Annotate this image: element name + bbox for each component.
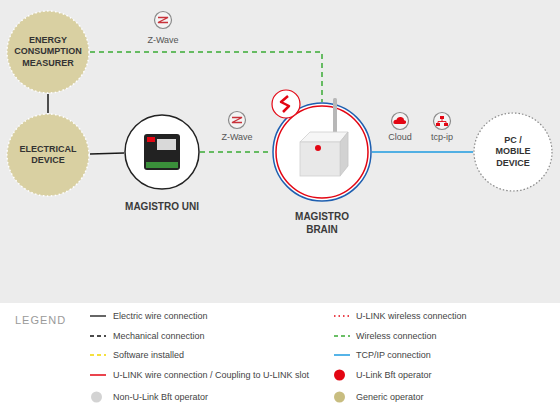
mechanical-line	[90, 152, 124, 154]
ulink-wireless-sample	[334, 315, 350, 317]
node-text: MAGISTRO UNI	[107, 201, 217, 214]
legend-item: U-Link Bft operator	[356, 370, 432, 380]
network-glyph	[440, 116, 444, 119]
device-sticker	[157, 139, 176, 150]
edge-label: Z-Wave	[147, 35, 178, 45]
legend-text: Non-U-Link Bft operator	[113, 392, 208, 402]
legend-item: U-LINK wire connection / Coupling to U-L…	[113, 370, 309, 380]
node-text: MAGISTRO BRAIN	[287, 211, 357, 236]
legend-text: Generic operator	[356, 392, 424, 402]
network-icon	[434, 113, 451, 130]
circle-shape	[474, 113, 552, 191]
node-text: PC / MOBILE DEVICE	[489, 135, 537, 169]
legend-text: U-LINK wireless connection	[356, 311, 467, 321]
legend-text: U-Link Bft operator	[356, 370, 432, 380]
circle-shape	[7, 114, 89, 196]
legend-text: U-LINK wire connection / Coupling to U-L…	[113, 370, 309, 380]
device-terminal	[146, 162, 178, 168]
device-top	[300, 132, 348, 142]
cloud-icon	[392, 113, 409, 130]
generic-operator-circle: ELECTRICAL DEVICE	[6, 113, 90, 197]
node-text-holder: MAGISTRO BRAIN	[287, 211, 357, 236]
legend-item: Software installed	[113, 350, 184, 360]
zwave-icon	[155, 12, 172, 29]
legend-samples	[90, 316, 350, 375]
legend-item: TCP/IP connection	[356, 350, 431, 360]
legend-swatch	[334, 370, 345, 381]
legend-text: Software installed	[113, 350, 184, 360]
wireless-sample	[334, 335, 350, 337]
zwave-icon	[229, 112, 246, 129]
cloud-glyph	[393, 117, 406, 124]
logo-ring	[272, 90, 300, 118]
legend-item: U-LINK wireless connection	[356, 311, 467, 321]
node-text-holder: ELECTRICAL DEVICE	[6, 113, 90, 197]
network-glyph	[444, 123, 448, 126]
node-outline	[272, 102, 372, 202]
node-text: ELECTRICAL DEVICE	[11, 144, 85, 167]
icon-glyph	[158, 18, 168, 23]
ulink-wire-sample	[90, 374, 106, 376]
circle-shape	[125, 115, 199, 189]
legend-swatch	[91, 392, 102, 403]
electric-wire-sample	[90, 315, 106, 317]
device-badge	[147, 137, 155, 142]
node-text-holder: ENERGY CONSUMPTION MEASURER	[6, 10, 90, 94]
logo-glyph	[281, 96, 289, 112]
tcpip-line	[372, 151, 473, 153]
icon-label: Cloud	[388, 132, 412, 142]
software-sample	[90, 354, 106, 356]
circle-shape	[273, 103, 371, 201]
client-circle: PC / MOBILE DEVICE	[473, 112, 553, 192]
legend-item: Electric wire connection	[113, 311, 208, 321]
legend-text: Wireless connection	[356, 331, 437, 341]
circle-shape	[7, 11, 89, 93]
legend-item: Generic operator	[356, 392, 424, 402]
circle-ring	[276, 106, 368, 198]
icon-label: tcp-ip	[431, 132, 453, 142]
legend-text: TCP/IP connection	[356, 350, 431, 360]
edge-label: Z-Wave	[221, 132, 252, 142]
device-side	[340, 132, 348, 176]
node-text-holder: MAGISTRO UNI	[107, 201, 217, 214]
magistro-uni-device	[144, 134, 180, 170]
legend-item: Non-U-Link Bft operator	[113, 392, 208, 402]
generic-operator-circle: ENERGY CONSUMPTION MEASURER	[6, 10, 90, 94]
legend-item: Mechanical connection	[113, 331, 205, 341]
legend-text: Mechanical connection	[113, 331, 205, 341]
device-circle: MAGISTRO UNI	[124, 114, 200, 190]
magistro-brain-device	[300, 98, 348, 176]
device-front	[300, 142, 340, 176]
icon-ring	[392, 113, 409, 130]
node-text: ENERGY CONSUMPTION MEASURER	[11, 35, 85, 69]
wireless-line	[90, 52, 322, 102]
icon-ring	[155, 12, 172, 29]
diagram-area	[0, 0, 560, 303]
network-glyph	[438, 119, 446, 123]
icon-ring	[229, 112, 246, 129]
node-text-holder: PC / MOBILE DEVICE	[473, 112, 553, 192]
mechanical-sample	[90, 335, 106, 337]
brand-logo	[272, 90, 300, 118]
legend-text: Electric wire connection	[113, 311, 208, 321]
node-outline	[124, 114, 200, 190]
legend-swatch	[334, 392, 345, 403]
icon-ring	[434, 113, 451, 130]
hub-circle: MAGISTRO BRAIN	[272, 102, 372, 202]
device-antenna	[333, 98, 337, 134]
network-glyph	[436, 123, 440, 126]
legend-item: Wireless connection	[356, 331, 437, 341]
mechanical-line	[47, 94, 49, 113]
device-body	[144, 134, 180, 170]
device-led	[315, 145, 321, 151]
legend-title: LEGEND	[15, 314, 66, 326]
wireless-line	[200, 151, 272, 153]
icon-glyph	[232, 118, 242, 123]
tcpip-sample	[334, 354, 350, 356]
